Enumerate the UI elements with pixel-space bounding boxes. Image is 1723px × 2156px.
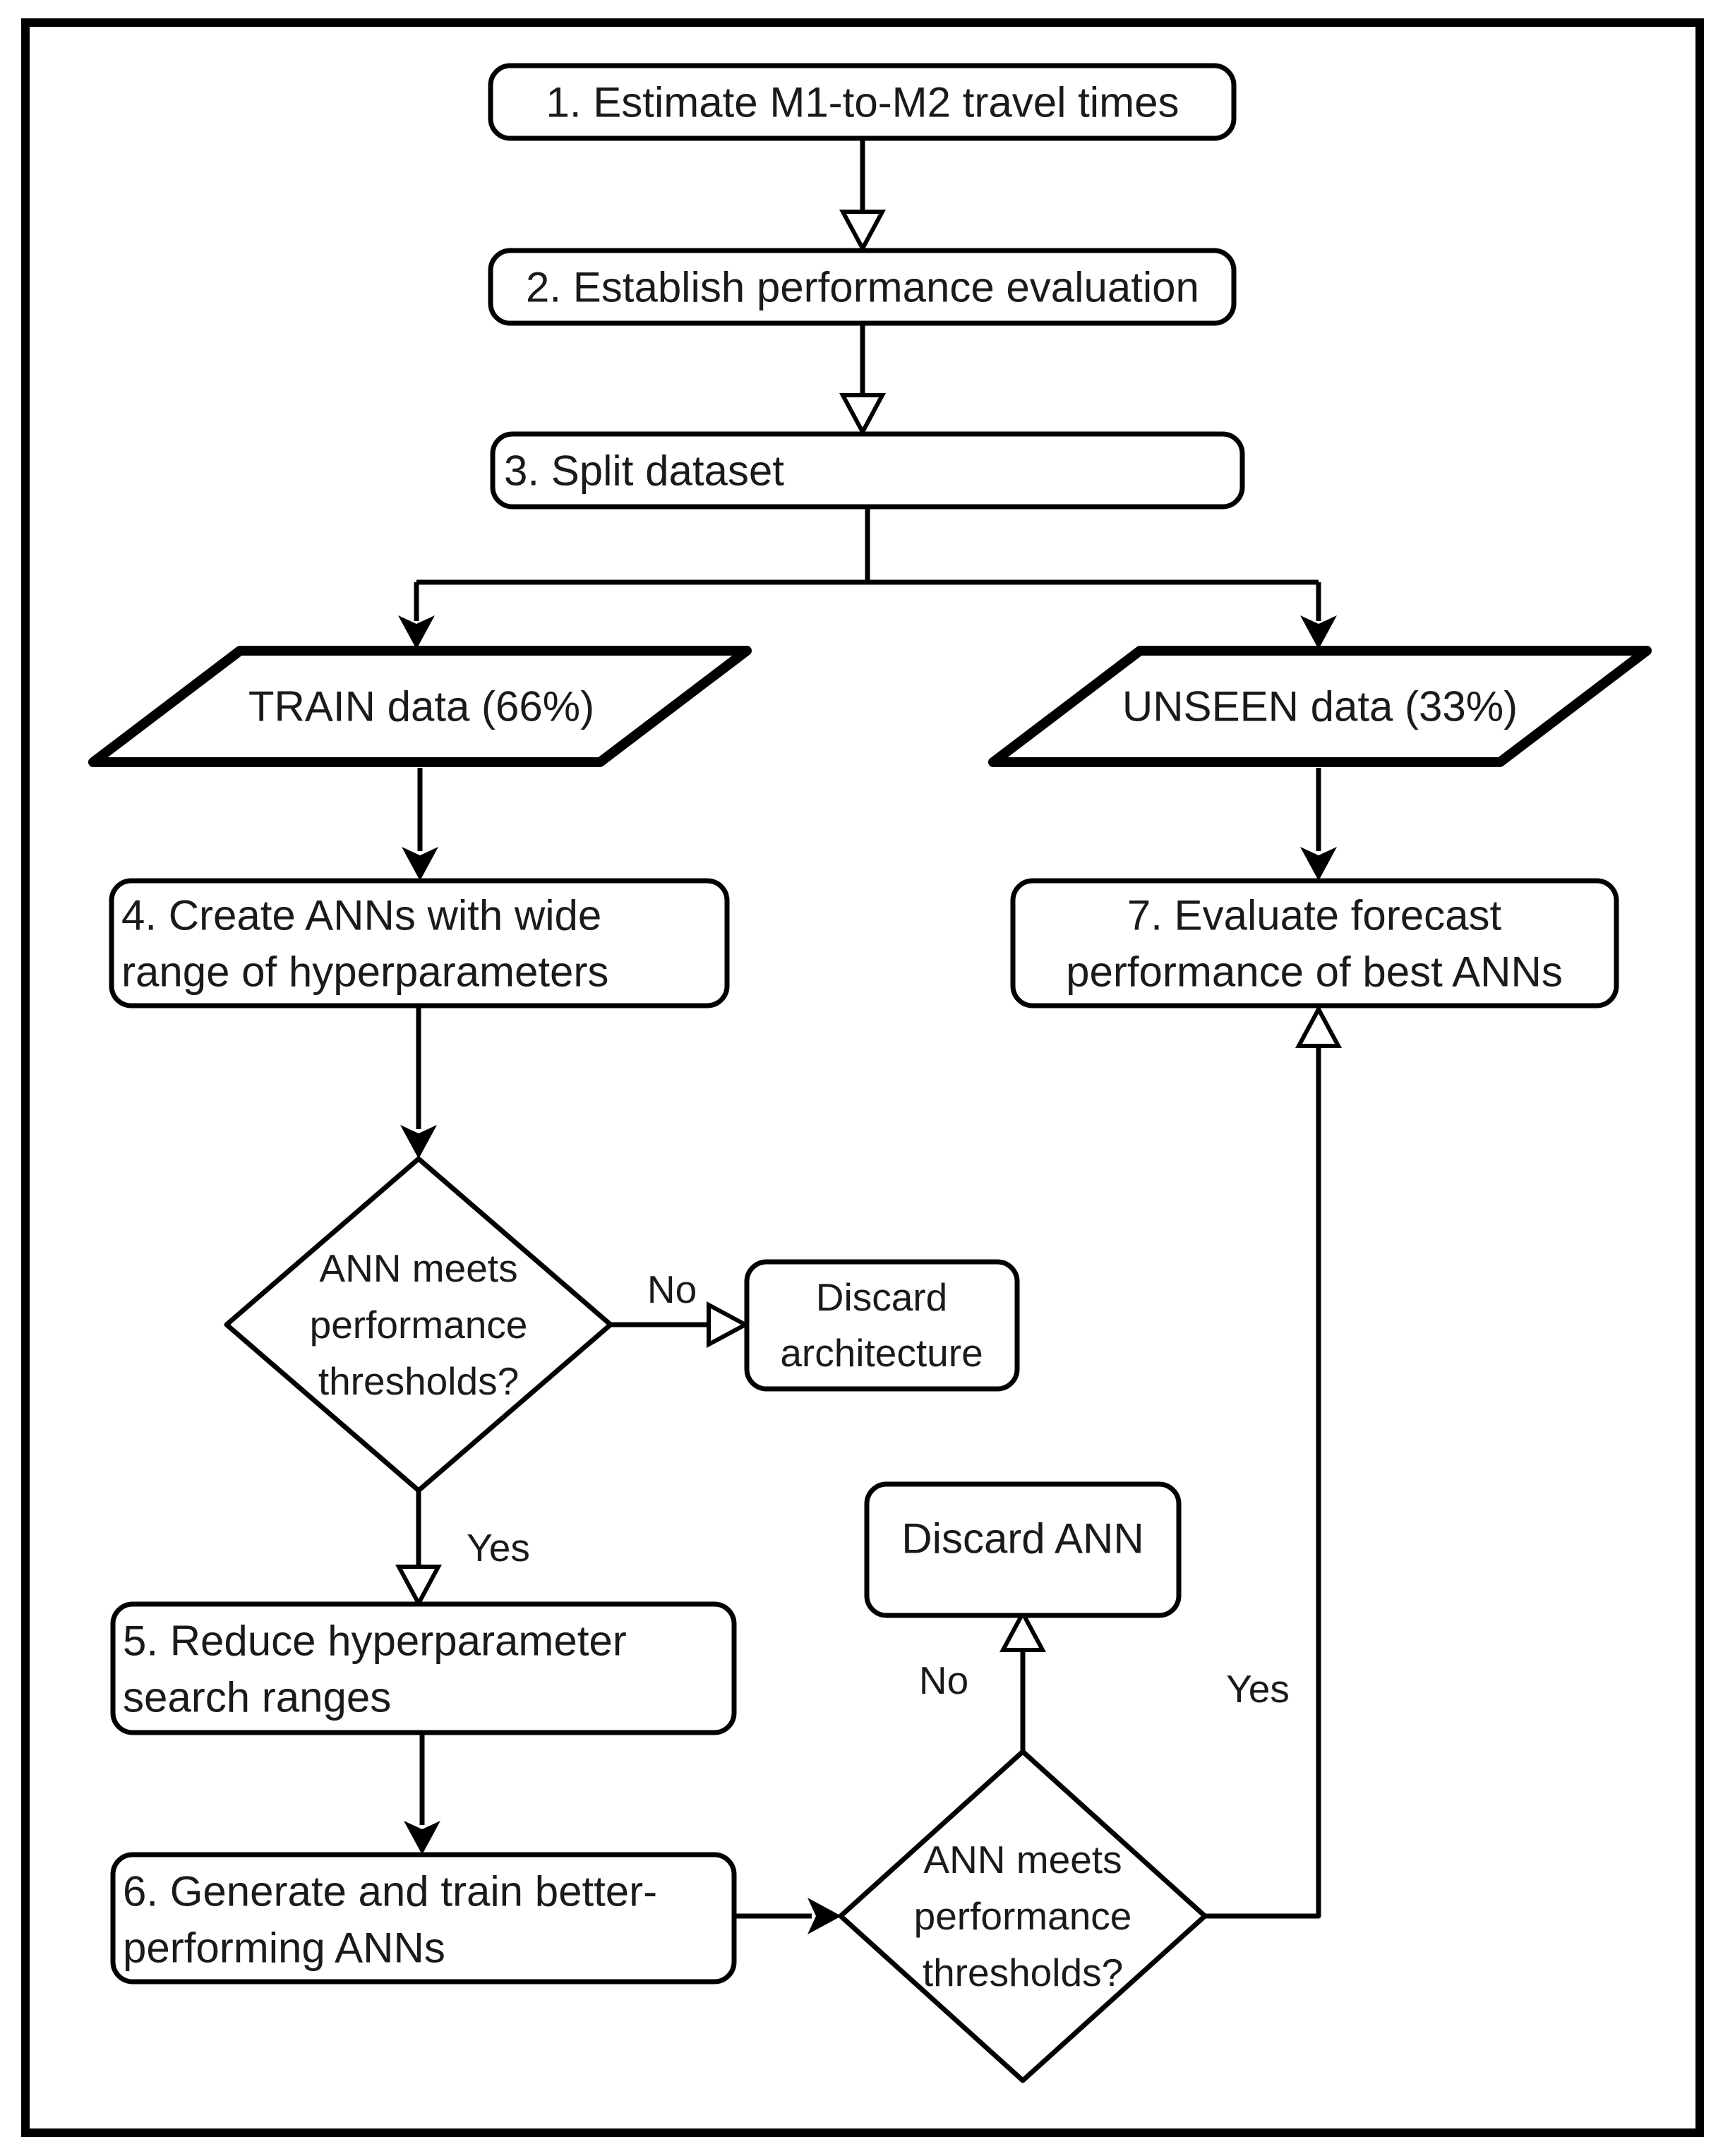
node-decision1 [224,1156,613,1493]
edge-split-dataset [414,507,1321,621]
node-step7-line2: performance of best ANNs [1066,948,1563,996]
node-step3-label: 3. Split dataset [504,447,784,495]
arrowhead-solid-decision1 [400,1125,437,1159]
arrowhead-hollow-discard-architecture [707,1301,750,1349]
arrowhead-hollow-step7 [1295,1004,1343,1048]
edge-label-decision1-yes: Yes [467,1526,530,1570]
node-step2-label: 2. Establish performance evaluation [526,264,1199,311]
node-discard-ann-label: Discard ANN [901,1515,1143,1562]
node-step6-line1: 6. Generate and train better- [123,1868,657,1915]
node-decision2-line3: thresholds? [923,1951,1123,1994]
node-unseen-data-label: UNSEEN data (33%) [1122,683,1518,730]
node-step5-line2: search ranges [123,1674,391,1721]
node-step6-line2: performing ANNs [123,1925,445,1972]
edge-label-decision2-no: No [919,1658,968,1702]
edge-label-decision1-no: No [647,1267,697,1311]
node-step7 [1010,878,1619,1008]
node-decision2 [838,1749,1208,2083]
node-train-data-label: TRAIN data (66%) [248,683,594,730]
node-decision2-line2: performance [914,1894,1132,1938]
node-step4-line1: 4. Create ANNs with wide [121,892,601,939]
node-step4 [109,878,730,1008]
node-discard-architecture-line2: architecture [780,1331,983,1375]
node-step5-line1: 5. Reduce hyperparameter [123,1618,627,1665]
node-discard-architecture [744,1259,1020,1392]
node-discard-architecture-line1: Discard [816,1275,947,1319]
node-train-data [88,646,752,767]
arrowhead-solid-step4 [402,847,438,881]
arrowhead-solid-unseen [1300,615,1337,649]
arrowhead-hollow-step3 [839,393,887,437]
arrowhead-solid-step6 [404,1821,440,1855]
arrowhead-hollow-step2 [839,210,887,253]
node-discard-ann [864,1481,1182,1618]
edge-label-decision2-yes: Yes [1226,1667,1290,1711]
node-step7-line1: 7. Evaluate forecast [1127,892,1502,939]
arrowhead-solid-decision2 [808,1898,841,1934]
node-step1-label: 1. Estimate M1-to-M2 travel times [546,79,1179,126]
figure-border [21,18,1704,2137]
node-step3 [490,431,1245,510]
node-decision1-line3: thresholds? [318,1359,519,1403]
node-decision2-line1: ANN meets [923,1838,1122,1881]
node-unseen-data [988,646,1652,767]
node-step6 [110,1852,737,1985]
arrowhead-hollow-discard-ann [999,1608,1047,1652]
node-step2 [488,248,1237,326]
node-decision1-line2: performance [310,1303,528,1347]
arrowhead-hollow-step5 [395,1565,443,1608]
edge-decision2-step7 [1205,1047,1321,1919]
node-step5 [110,1601,737,1735]
arrowhead-solid-step7 [1300,847,1337,881]
arrowhead-solid-train [398,615,435,649]
node-step4-line2: range of hyperparameters [121,948,608,996]
node-decision1-line1: ANN meets [319,1246,517,1290]
node-step1 [488,63,1237,141]
